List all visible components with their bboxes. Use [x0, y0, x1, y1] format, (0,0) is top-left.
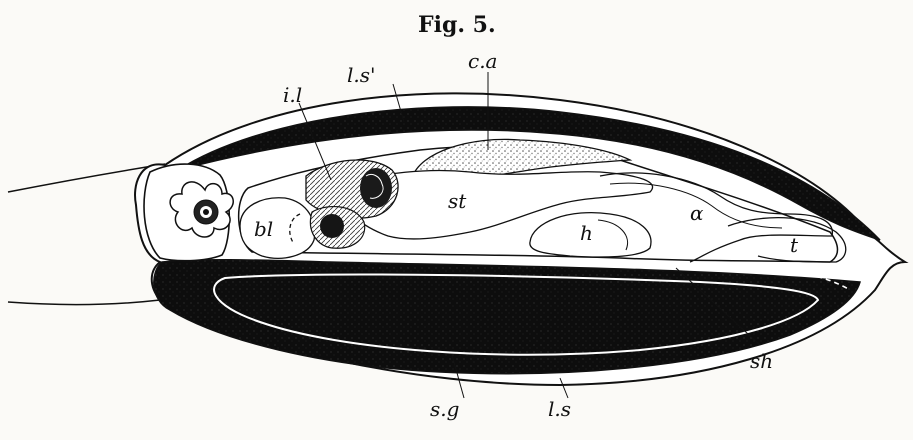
label-ls-prime: l.s'	[347, 63, 376, 87]
label-alpha: α	[690, 201, 704, 225]
lower-intestine-mass	[310, 207, 364, 249]
figure-title: Fig. 5.	[418, 12, 496, 38]
bladder	[240, 198, 315, 259]
label-ls: l.s	[548, 397, 571, 421]
label-il: i.l	[283, 83, 302, 107]
label-sg: s.g	[430, 397, 459, 421]
label-st: st	[448, 189, 467, 213]
label-sh: sh	[750, 349, 773, 373]
label-h: h	[580, 221, 593, 245]
label-t: t	[790, 233, 799, 257]
label-bl: bl	[254, 217, 273, 241]
left-fin-lower-line	[8, 300, 160, 305]
label-ca: c.a	[468, 49, 497, 73]
